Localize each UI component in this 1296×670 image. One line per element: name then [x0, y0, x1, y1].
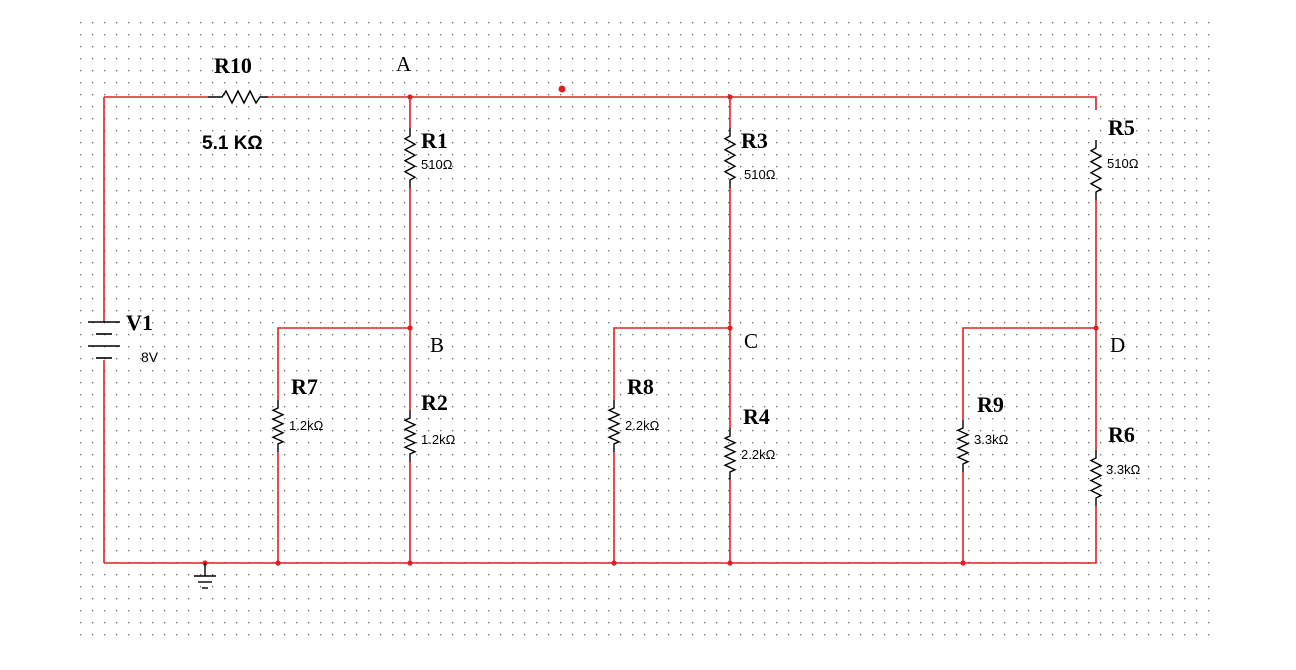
node-label-a: A	[396, 52, 412, 76]
junction-dot	[727, 94, 733, 100]
resistor-r7[interactable]: R7 1.2kΩ	[271, 374, 324, 452]
resistor-r2[interactable]: R2 1.2kΩ	[403, 390, 456, 462]
r7-ref-label: R7	[291, 374, 318, 399]
resistor-zigzag-icon	[1089, 140, 1103, 200]
r9-value-label: 3.3kΩ	[974, 432, 1009, 447]
node-label-b: B	[430, 333, 444, 357]
wire-top-rail	[268, 96, 1097, 110]
resistor-zigzag-icon	[956, 420, 970, 472]
resistor-r9[interactable]: R9 3.3kΩ	[956, 392, 1009, 472]
v1-ref-label: V1	[126, 310, 153, 335]
r8-ref-label: R8	[627, 374, 654, 399]
ground-icon	[194, 563, 216, 589]
resistor-zigzag-icon	[403, 128, 417, 188]
r1-ref-label: R1	[421, 128, 448, 153]
junction-dot	[727, 560, 733, 566]
resistor-zigzag-icon	[723, 428, 737, 480]
probe-dot	[558, 85, 566, 93]
resistor-zigzag-icon	[607, 400, 621, 452]
junction-dot	[407, 560, 413, 566]
resistor-zigzag-icon	[271, 400, 285, 452]
r5-value-label: 510Ω	[1107, 156, 1139, 171]
r3-ref-label: R3	[741, 128, 768, 153]
r6-value-label: 3.3kΩ	[1106, 462, 1141, 477]
r7-value-label: 1.2kΩ	[289, 418, 324, 433]
wires	[103, 96, 1097, 564]
resistor-r4[interactable]: R4 2.2kΩ	[723, 404, 776, 480]
resistor-r10[interactable]: R10 5.1 KΩ	[202, 53, 268, 154]
node-label-d: D	[1110, 333, 1125, 357]
resistor-zigzag-icon	[1089, 450, 1103, 506]
r3-value-label: 510Ω	[744, 167, 776, 182]
resistor-r1[interactable]: R1 510Ω	[403, 128, 453, 188]
r4-ref-label: R4	[743, 404, 770, 429]
resistor-r3[interactable]: R3 510Ω	[723, 128, 776, 188]
r1-value-label: 510Ω	[421, 157, 453, 172]
junction-dot	[611, 560, 617, 566]
wire-d-left	[962, 327, 1096, 420]
node-label-c: C	[744, 329, 758, 353]
wire-bottom-rail	[104, 506, 1097, 564]
junctions	[202, 85, 1099, 566]
v1-value-label: 8V	[141, 349, 159, 365]
resistor-zigzag-icon	[723, 128, 737, 188]
junction-dot	[275, 560, 281, 566]
voltage-source-v1[interactable]: V1 8V	[88, 310, 159, 365]
wire-c-left	[613, 327, 730, 400]
resistor-r5[interactable]: R5 510Ω	[1089, 115, 1139, 200]
r6-ref-label: R6	[1108, 422, 1135, 447]
r5-ref-label: R5	[1108, 115, 1135, 140]
r2-ref-label: R2	[421, 390, 448, 415]
r2-value-label: 1.2kΩ	[421, 432, 456, 447]
junction-dot	[407, 94, 413, 100]
battery-icon	[88, 321, 120, 359]
resistor-zigzag-icon	[208, 89, 268, 105]
resistor-r6[interactable]: R6 3.3kΩ	[1089, 422, 1141, 506]
r8-value-label: 2.2kΩ	[625, 418, 660, 433]
junction-dot	[727, 325, 733, 331]
resistor-zigzag-icon	[403, 410, 417, 462]
r10-ref-label: R10	[214, 53, 252, 78]
junction-dot	[407, 325, 413, 331]
r9-ref-label: R9	[977, 392, 1004, 417]
resistor-r8[interactable]: R8 2.2kΩ	[607, 374, 660, 452]
junction-dot	[960, 560, 966, 566]
wire-b-left	[277, 327, 410, 400]
r10-value-label: 5.1 KΩ	[202, 133, 263, 154]
junction-dot	[1093, 325, 1099, 331]
r4-value-label: 2.2kΩ	[741, 447, 776, 462]
